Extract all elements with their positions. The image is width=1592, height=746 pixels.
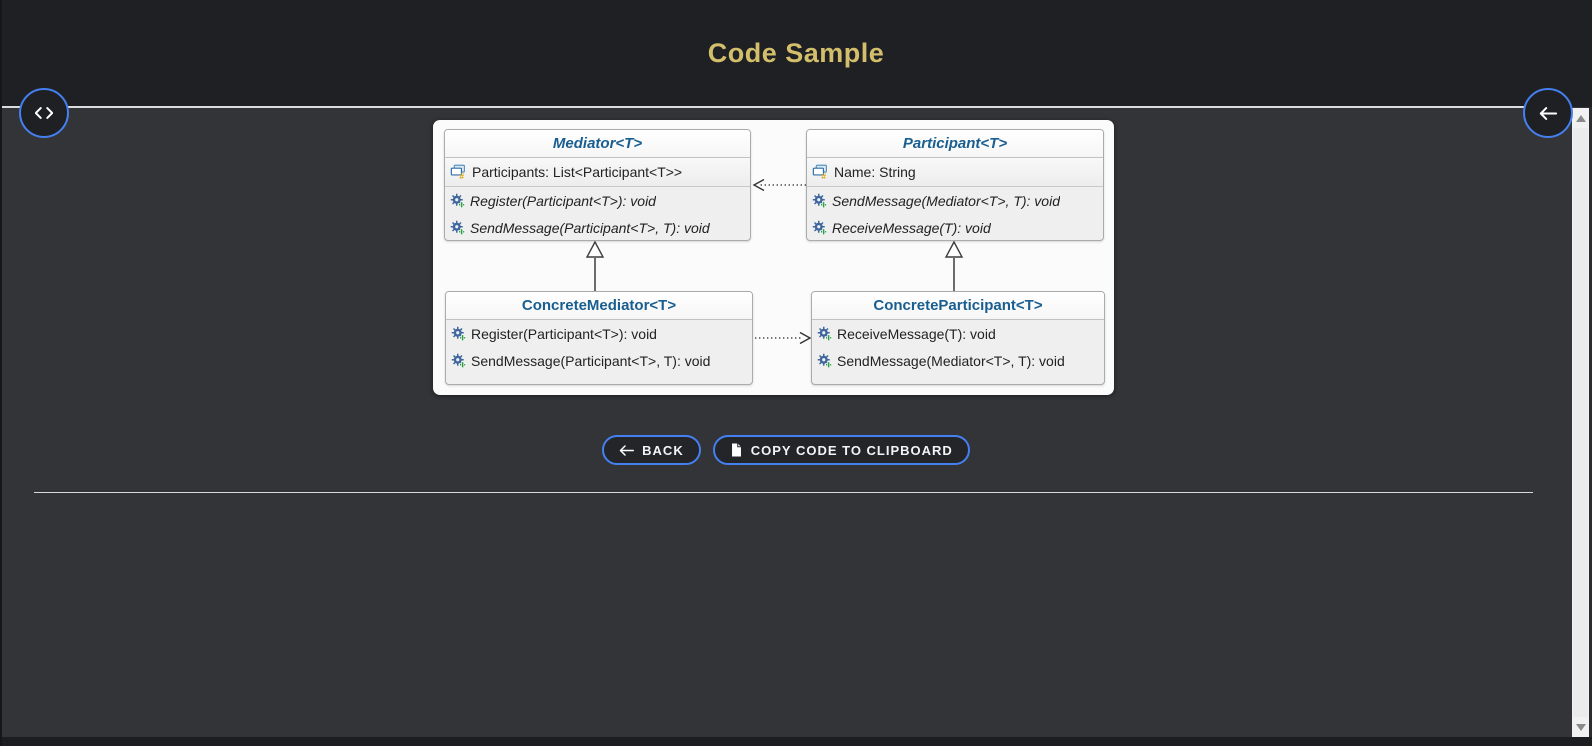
- page-title: Code Sample: [707, 38, 885, 68]
- field-icon: #: [812, 164, 829, 180]
- method-icon: [450, 193, 465, 208]
- header-divider: [0, 106, 1572, 108]
- inheritance-arrow-right: [944, 240, 964, 291]
- uml-diagram-card: Mediator<T> # Participants: List<Partici…: [433, 120, 1114, 395]
- method-icon: [812, 220, 827, 235]
- document-icon: [730, 442, 743, 458]
- class-box-concrete-mediator: ConcreteMediator<T> Register(Participant…: [445, 291, 753, 385]
- method-text: Register(Participant<T>): void: [470, 192, 656, 209]
- back-arrow-icon: [1539, 106, 1557, 120]
- back-button-label: BACK: [642, 442, 684, 458]
- class-name: Participant<T>: [902, 135, 1008, 152]
- copy-code-button-label: COPY CODE TO CLIPBOARD: [750, 442, 953, 458]
- method-icon: [812, 193, 827, 208]
- method-text: ReceiveMessage(T): void: [832, 219, 991, 236]
- svg-text:#: #: [459, 171, 464, 180]
- method-row: SendMessage(Participant<T>, T): void: [445, 214, 750, 240]
- method-row: SendMessage(Mediator<T>, T): void: [812, 347, 1104, 374]
- class-title: ConcreteMediator<T>: [446, 292, 752, 320]
- class-name: Mediator<T>: [552, 135, 643, 152]
- method-row: SendMessage(Mediator<T>, T): void: [807, 187, 1103, 214]
- attribute-text: Participants: List<Participant<T>>: [472, 164, 683, 180]
- inheritance-arrow-left: [585, 240, 605, 291]
- action-bar: BACK COPY CODE TO CLIPBOARD: [0, 435, 1572, 465]
- method-text: SendMessage(Mediator<T>, T): void: [837, 352, 1065, 369]
- class-box-mediator: Mediator<T> # Participants: List<Partici…: [444, 129, 751, 241]
- triangle-up-icon: [1575, 114, 1586, 122]
- method-icon: [450, 220, 465, 235]
- right-edge-strip: [1589, 107, 1592, 737]
- dependency-arrow-concretemediator-to-concreteparticipant: [755, 331, 812, 345]
- class-name: ConcreteParticipant<T>: [873, 297, 1043, 314]
- dependency-arrow-participant-to-mediator: [752, 178, 806, 192]
- attribute-text: Name: String: [834, 164, 916, 180]
- content-divider: [34, 492, 1533, 493]
- back-arrow-icon: [619, 444, 635, 456]
- code-panel-button[interactable]: [19, 88, 69, 138]
- method-icon: [817, 353, 832, 368]
- method-text: ReceiveMessage(T): void: [837, 325, 996, 342]
- class-name: ConcreteMediator<T>: [521, 297, 677, 314]
- method-text: SendMessage(Mediator<T>, T): void: [832, 192, 1060, 209]
- svg-text:#: #: [821, 171, 826, 180]
- header: Code Sample: [0, 0, 1592, 107]
- scroll-up-button[interactable]: [1572, 110, 1589, 126]
- scrollbar-thumb[interactable]: [1573, 128, 1588, 717]
- bottom-edge-strip: [0, 737, 1592, 746]
- class-box-concrete-participant: ConcreteParticipant<T> ReceiveMessage(T)…: [811, 291, 1105, 385]
- code-icon: [35, 107, 53, 119]
- method-row: Register(Participant<T>): void: [445, 187, 750, 214]
- copy-code-button[interactable]: COPY CODE TO CLIPBOARD: [712, 435, 970, 465]
- scroll-down-button[interactable]: [1572, 719, 1589, 735]
- scrollbar[interactable]: [1572, 108, 1589, 737]
- back-floating-button[interactable]: [1523, 88, 1573, 138]
- back-button[interactable]: BACK: [602, 435, 701, 465]
- method-icon: [451, 353, 466, 368]
- class-title: ConcreteParticipant<T>: [812, 292, 1104, 320]
- attribute-row: # Participants: List<Participant<T>>: [445, 158, 750, 187]
- method-row: SendMessage(Participant<T>, T): void: [446, 347, 752, 374]
- method-text: Register(Participant<T>): void: [471, 325, 657, 342]
- method-icon: [817, 326, 832, 341]
- triangle-down-icon: [1575, 723, 1586, 731]
- method-row: ReceiveMessage(T): void: [807, 214, 1103, 240]
- attribute-row: # Name: String: [807, 158, 1103, 187]
- method-text: SendMessage(Participant<T>, T): void: [471, 352, 711, 369]
- left-edge-strip: [0, 0, 2, 746]
- method-text: SendMessage(Participant<T>, T): void: [470, 219, 710, 236]
- method-icon: [451, 326, 466, 341]
- method-row: Register(Participant<T>): void: [446, 320, 752, 347]
- field-icon: #: [450, 164, 467, 180]
- class-title: Mediator<T>: [445, 130, 750, 158]
- method-row: ReceiveMessage(T): void: [812, 320, 1104, 347]
- class-title: Participant<T>: [807, 130, 1103, 158]
- class-box-participant: Participant<T> # Name: String: [806, 129, 1104, 241]
